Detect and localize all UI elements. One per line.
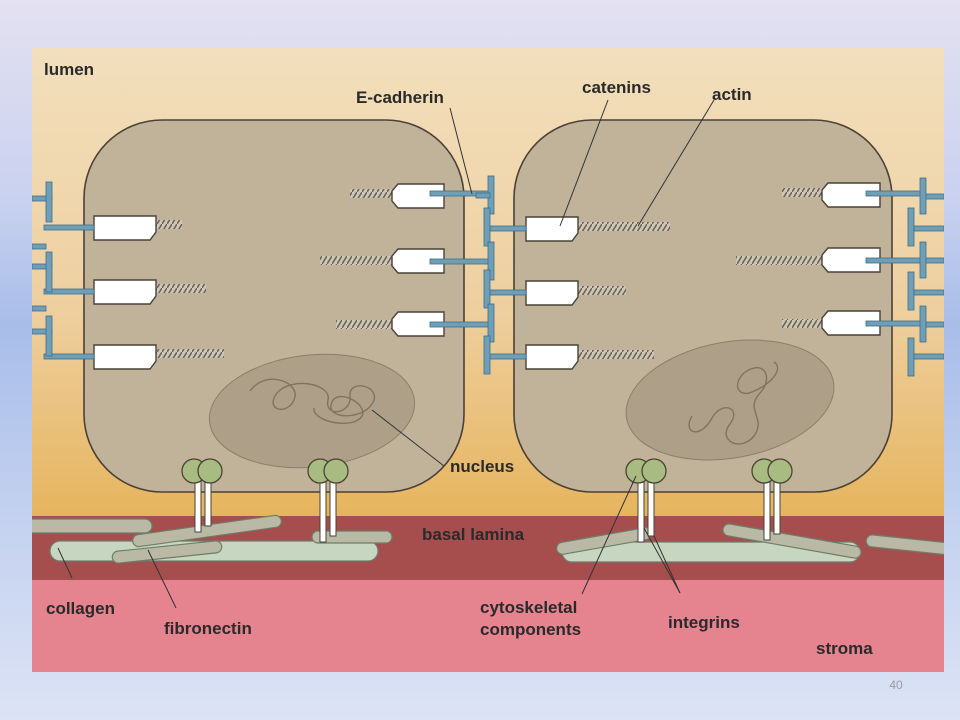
nucleus-left [208, 353, 416, 469]
label-e-cadherin: E-cadherin [356, 88, 444, 107]
stroma-region [32, 580, 944, 672]
nucleus-right [625, 339, 835, 461]
label-catenins: catenins [582, 78, 651, 97]
collagen-fibers [32, 514, 944, 564]
epithelial-junction-diagram: lumen E-cadherin catenins actin nucleus … [32, 48, 944, 672]
label-components: components [480, 620, 581, 639]
label-integrins: integrins [668, 613, 740, 632]
label-actin: actin [712, 85, 752, 104]
label-collagen: collagen [46, 599, 115, 618]
slide-page-number: 40 [889, 678, 903, 692]
label-stroma: stroma [816, 639, 873, 658]
label-fibronectin: fibronectin [164, 619, 252, 638]
label-cytoskeletal: cytoskeletal [480, 598, 577, 617]
integrins [181, 458, 793, 543]
leader-lines [57, 99, 715, 609]
label-basal-lamina: basal lamina [422, 525, 525, 544]
junction-units [43, 182, 923, 370]
e-cadherin-ectodomains [32, 175, 944, 377]
label-nucleus: nucleus [450, 457, 514, 476]
label-lumen: lumen [44, 60, 94, 79]
